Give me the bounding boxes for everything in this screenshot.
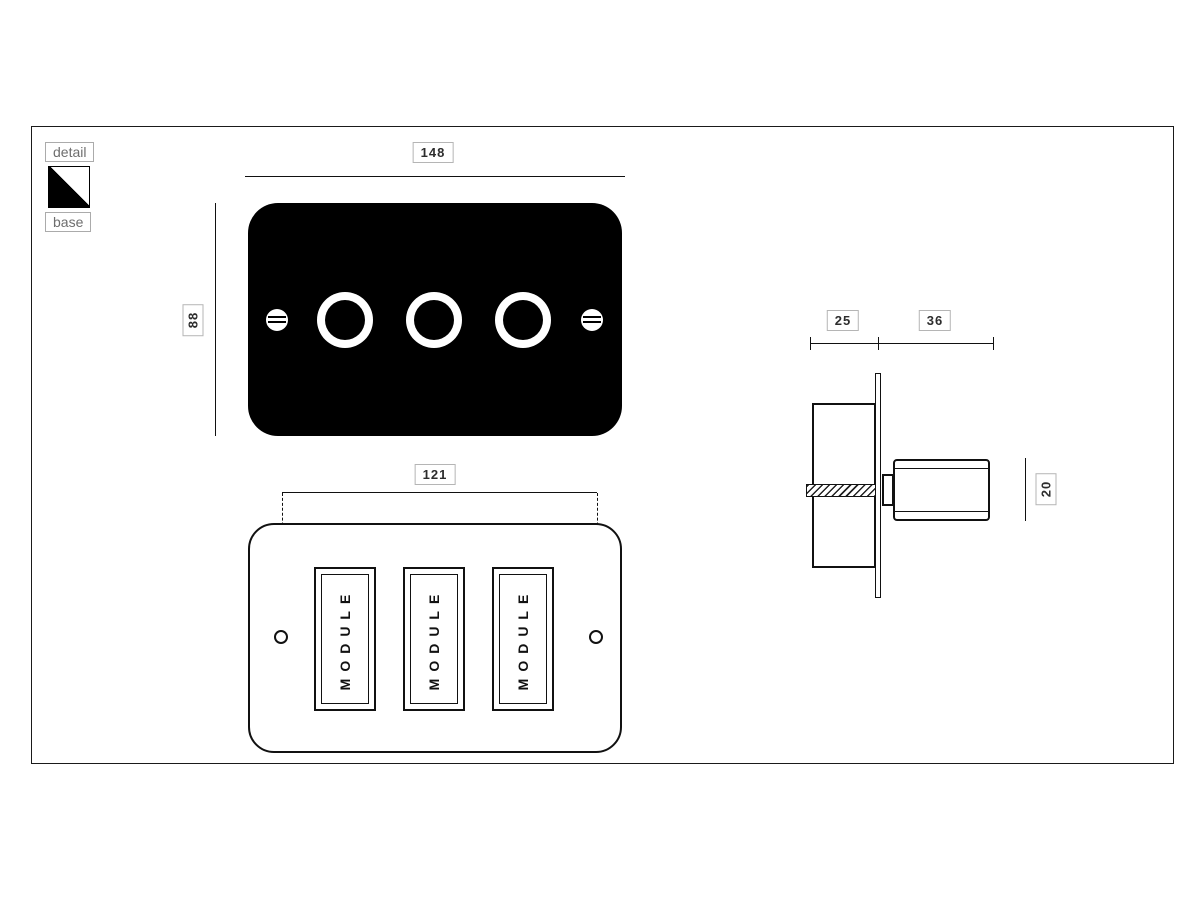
rear-width-dimension-line (282, 492, 597, 493)
rear-width-dimension-label: 121 (414, 464, 456, 485)
module-label: MODULE (337, 587, 353, 691)
knob-edge-line-top (895, 468, 988, 469)
module-inner-outline: MODULE (410, 574, 458, 704)
module-1: MODULE (314, 567, 376, 711)
knob-edge-line-bottom (895, 511, 988, 512)
side-dimension-tick-mid (878, 337, 879, 350)
base-label: base (45, 212, 92, 232)
side-dimension-tick-start (810, 337, 811, 350)
module-3: MODULE (492, 567, 554, 711)
front-height-dimension-label: 88 (182, 303, 204, 337)
dimmer-knob-3 (495, 292, 551, 348)
dimmer-knob-center (503, 300, 543, 340)
side-dimension-tick-end (993, 337, 994, 350)
side-box-depth-dimension-label: 25 (826, 310, 860, 331)
front-width-dimension-line (245, 176, 625, 177)
dimmer-knob-center (414, 300, 454, 340)
threaded-shaft-side-view (806, 484, 876, 497)
fixing-hole-left (274, 630, 288, 644)
faceplate-front-view (248, 203, 622, 436)
front-width-dimension-label: 148 (412, 142, 454, 163)
fixing-hole-right (589, 630, 603, 644)
side-knob-projection-dimension-label: 36 (918, 310, 952, 331)
module-label: MODULE (426, 587, 442, 691)
knob-side-view (893, 459, 990, 521)
module-inner-outline: MODULE (499, 574, 547, 704)
screw-slot-icon (268, 316, 286, 318)
screw-slot-icon (583, 321, 601, 323)
finish-swatch (48, 166, 90, 208)
dimmer-knob-center (325, 300, 365, 340)
screw-head-right (581, 309, 603, 331)
module-2: MODULE (403, 567, 465, 711)
dimmer-knob-2 (406, 292, 462, 348)
screw-slot-icon (583, 316, 601, 318)
dimmer-knob-1 (317, 292, 373, 348)
module-label: MODULE (515, 587, 531, 691)
detail-label: detail (45, 142, 95, 162)
knob-diameter-dimension-line (1025, 458, 1026, 521)
front-height-dimension-line (215, 203, 216, 436)
side-dimension-line (810, 343, 993, 344)
module-inner-outline: MODULE (321, 574, 369, 704)
knob-diameter-dimension-label: 20 (1035, 472, 1057, 506)
screw-slot-icon (268, 321, 286, 323)
screw-head-left (266, 309, 288, 331)
